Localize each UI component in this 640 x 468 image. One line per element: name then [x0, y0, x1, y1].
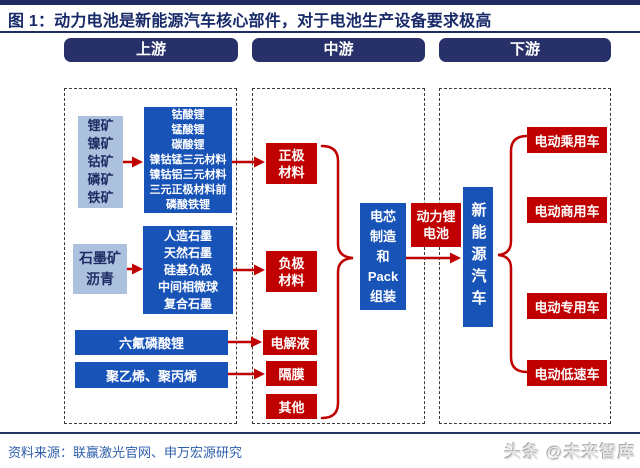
midstream-panel [252, 88, 425, 424]
downstream-panel [439, 88, 611, 424]
anode-materials-box: 人造石墨 天然石墨 硅基负极 中间相微球 复合石墨 [143, 226, 233, 314]
electric-passenger-vehicle-box: 电动乘用车 [527, 127, 607, 153]
toutiao-watermark: 头条 @未来智库 [504, 443, 636, 462]
figure-title: 图 1：动力电池是新能源汽车核心部件，对于电池生产设备要求极高 [8, 13, 492, 30]
title-underline [0, 31, 640, 33]
upstream-panel [64, 88, 237, 424]
separator-source-box: 聚乙烯、聚丙烯 [75, 362, 228, 388]
electrolyte-box: 电解液 [263, 330, 317, 355]
footer-divider [0, 432, 640, 434]
power-lithium-battery-box: 动力锂 电池 [411, 203, 461, 247]
column-header-downstream: 下游 [439, 38, 611, 62]
top-accent-bar [0, 0, 640, 5]
minerals-box: 锂矿 镍矿 钴矿 磷矿 铁矿 [78, 116, 123, 208]
anode-box: 负极 材料 [266, 251, 317, 292]
source-note: 资料来源：联赢激光官网、申万宏源研究 [8, 445, 243, 460]
electrolyte-source-box: 六氟磷酸锂 [75, 330, 228, 355]
graphite-sources-box: 石墨矿 沥青 [73, 244, 127, 294]
separator-box: 隔膜 [266, 361, 317, 386]
column-header-upstream: 上游 [64, 38, 238, 62]
cell-pack-assembly-box: 电芯 制造 和 Pack 组装 [360, 203, 406, 310]
new-energy-vehicle-box: 新能源汽车 [463, 187, 493, 327]
cathode-box: 正极 材料 [266, 143, 317, 184]
electric-low-speed-vehicle-box: 电动低速车 [527, 360, 607, 386]
cathode-materials-box: 钴酸锂 锰酸锂 碳酸锂 镍钴锰三元材料 镍钴铝三元材料 三元正极材料前 磷酸铁锂 [144, 107, 232, 213]
electric-commercial-vehicle-box: 电动商用车 [527, 197, 607, 223]
electric-special-vehicle-box: 电动专用车 [527, 293, 607, 319]
other-box: 其他 [266, 394, 317, 419]
column-header-midstream: 中游 [252, 38, 425, 62]
